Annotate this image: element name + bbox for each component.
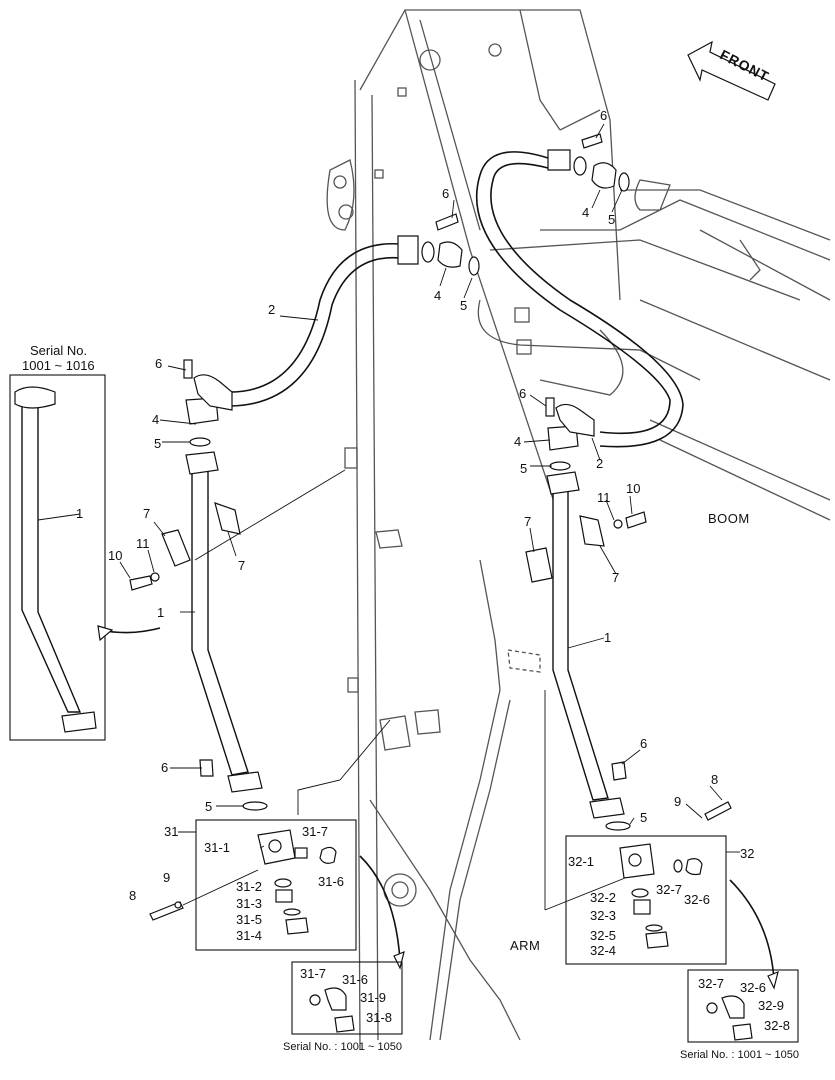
label-part-32-8: 32-8 <box>764 1018 790 1033</box>
label-part-31-4: 31-4 <box>236 928 262 943</box>
label-part-32-9: 32-9 <box>758 998 784 1013</box>
label-part-2: 2 <box>268 302 275 317</box>
label-part-6: 6 <box>442 186 449 201</box>
detail-31-serial-label: Serial No. : 1001 ~ 1050 <box>283 1041 402 1053</box>
label-part-31-1: 31-1 <box>204 840 230 855</box>
label-part-8: 8 <box>711 772 718 787</box>
label-part-4: 4 <box>582 205 589 220</box>
label-part-32-6: 32-6 <box>684 892 710 907</box>
label-part-10: 10 <box>108 548 122 563</box>
label-part-6: 6 <box>155 356 162 371</box>
label-part-32-6: 32-6 <box>740 980 766 995</box>
part-labels: BOOM ARM 1 1 1 2 2 4 4 4 4 5 5 5 5 5 5 6… <box>76 108 790 1033</box>
label-part-32-4: 32-4 <box>590 943 616 958</box>
label-part-31-7: 31-7 <box>302 824 328 839</box>
label-part-5: 5 <box>640 810 647 825</box>
boom-structure <box>477 179 831 521</box>
label-part-4: 4 <box>514 434 521 449</box>
label-part-1: 1 <box>157 605 164 620</box>
label-part-8: 8 <box>129 888 136 903</box>
arm-label: ARM <box>510 938 540 953</box>
inset-pipe-serial-1001-1016: Serial No. 1001 ~ 1016 <box>9 343 161 741</box>
detail-32-serial-label: Serial No. : 1001 ~ 1050 <box>680 1049 799 1061</box>
label-part-6: 6 <box>161 760 168 775</box>
label-part-9: 9 <box>674 794 681 809</box>
label-part-4: 4 <box>152 412 159 427</box>
label-part-31-7: 31-7 <box>300 966 326 981</box>
detail-31-serial-1001-1050: Serial No. : 1001 ~ 1050 <box>283 961 403 1053</box>
label-part-1: 1 <box>76 506 83 521</box>
label-part-32-7: 32-7 <box>698 976 724 991</box>
label-part-6: 6 <box>640 736 647 751</box>
label-part-32-7: 32-7 <box>656 882 682 897</box>
label-part-7: 7 <box>238 558 245 573</box>
detail-block-31 <box>149 719 405 970</box>
label-part-31-6: 31-6 <box>318 874 344 889</box>
label-part-31-6: 31-6 <box>342 972 368 987</box>
right-pipe-assembly <box>525 397 732 831</box>
front-direction-arrow: FRONT <box>687 40 776 101</box>
label-part-4: 4 <box>434 288 441 303</box>
label-part-7: 7 <box>612 570 619 585</box>
label-part-1: 1 <box>604 630 611 645</box>
label-part-31-2: 31-2 <box>236 879 262 894</box>
label-part-10: 10 <box>626 481 640 496</box>
label-part-6: 6 <box>519 386 526 401</box>
upper-flange-connections <box>397 133 630 276</box>
label-part-31-8: 31-8 <box>366 1010 392 1025</box>
label-part-31-3: 31-3 <box>236 896 262 911</box>
detail-block-32 <box>544 690 779 990</box>
label-part-5: 5 <box>460 298 467 313</box>
label-part-7: 7 <box>143 506 150 521</box>
label-part-11: 11 <box>136 536 150 551</box>
label-part-5: 5 <box>205 799 212 814</box>
label-part-31-5: 31-5 <box>236 912 262 927</box>
label-part-32: 32 <box>740 846 754 861</box>
arm-structure <box>326 9 621 1051</box>
inset-serial-title: Serial No. <box>30 343 87 358</box>
label-part-32-2: 32-2 <box>590 890 616 905</box>
left-pipe-assembly <box>129 359 346 811</box>
boom-label: BOOM <box>708 511 750 526</box>
label-part-7: 7 <box>524 514 531 529</box>
label-part-2: 2 <box>596 456 603 471</box>
label-part-11: 11 <box>597 490 611 505</box>
detail-32-serial-1001-1050: Serial No. : 1001 ~ 1050 <box>680 969 799 1061</box>
inset-serial-range: 1001 ~ 1016 <box>22 358 95 373</box>
label-part-31-9: 31-9 <box>360 990 386 1005</box>
label-part-32-3: 32-3 <box>590 908 616 923</box>
leader-lines <box>37 123 740 853</box>
hose-upper <box>224 151 684 448</box>
label-part-5: 5 <box>608 212 615 227</box>
label-part-31: 31 <box>164 824 178 839</box>
label-part-5: 5 <box>154 436 161 451</box>
label-part-6: 6 <box>600 108 607 123</box>
label-part-9: 9 <box>163 870 170 885</box>
label-part-32-1: 32-1 <box>568 854 594 869</box>
label-part-32-5: 32-5 <box>590 928 616 943</box>
label-part-5: 5 <box>520 461 527 476</box>
